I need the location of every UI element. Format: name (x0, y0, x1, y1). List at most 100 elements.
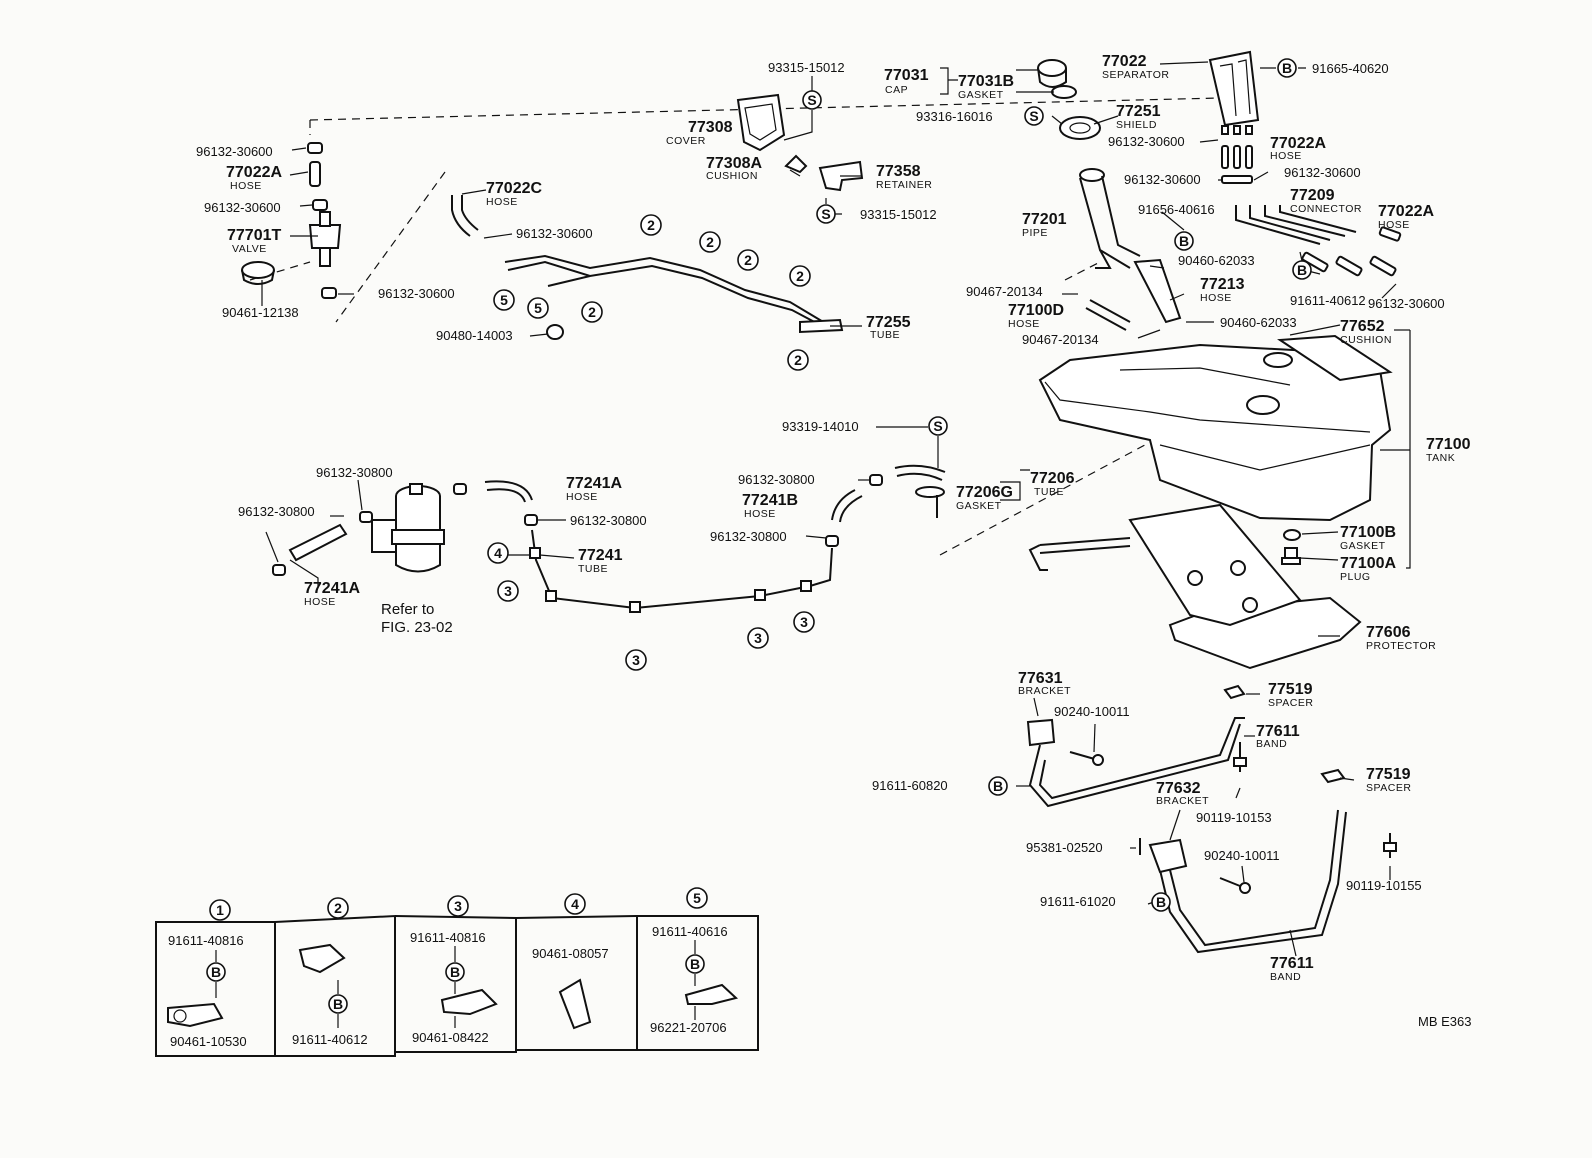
label-90461a: 90461-12138 (222, 305, 299, 320)
ref-2-marker (640, 214, 662, 236)
clamp-left-1 (307, 142, 323, 154)
b-marker-text: B (1282, 60, 1292, 76)
legend-mid: B (211, 964, 221, 980)
legend-num-circle (209, 899, 231, 921)
label-hose-l1: HOSE (230, 180, 262, 192)
cover-part (736, 93, 786, 152)
label-93316: 93316-16016 (916, 109, 993, 124)
legend-num-circle (564, 893, 586, 915)
ref-2-text: 2 (647, 217, 655, 233)
ref-5-marker (527, 297, 549, 319)
label-77100: 77100 (1426, 436, 1471, 453)
hose-77241b (831, 489, 863, 523)
label-90240b: 90240-10011 (1204, 848, 1280, 863)
label-cover: COVER (666, 135, 706, 147)
label-77255: 77255 (866, 314, 911, 331)
legend-bottom: 90461-10530 (170, 1034, 247, 1049)
hose-77022c (451, 195, 479, 237)
s-marker (1024, 106, 1044, 126)
label-cap: CAP (885, 84, 908, 96)
b-marker (1277, 58, 1297, 78)
ref-2-text: 2 (588, 304, 596, 320)
b-marker (206, 962, 226, 982)
legend-bottom: 96221-20706 (650, 1020, 727, 1035)
hose-77100d (1085, 299, 1131, 331)
legend-num: 3 (454, 898, 462, 914)
label-93319: 93319-14010 (782, 419, 859, 434)
label-77022a-l: 77022A (226, 164, 282, 181)
label-hose-241b: HOSE (744, 508, 776, 520)
label-band-2: BAND (1270, 971, 1301, 983)
label-77100b: 77100B (1340, 524, 1396, 541)
ref-2-marker (737, 249, 759, 271)
legend-top: 91611-40816 (168, 933, 244, 948)
legend-mid: B (450, 964, 460, 980)
b-marker (1174, 231, 1194, 251)
label-hose-241a-b: HOSE (304, 596, 336, 608)
b-marker (1292, 260, 1312, 280)
ref-3-text: 3 (800, 614, 808, 630)
label-protector: PROTECTOR (1366, 640, 1436, 652)
ref-3-marker (793, 611, 815, 633)
ref-5-text: 5 (534, 300, 542, 316)
label-77241b: 77241B (742, 492, 798, 509)
label-hose-c: HOSE (486, 196, 518, 208)
ref-2-marker (699, 231, 721, 253)
label-77358: 77358 (876, 163, 921, 180)
dashed-guide (1064, 261, 1101, 281)
ref-3-marker (747, 627, 769, 649)
ref-3-text: 3 (632, 652, 640, 668)
label-connector: CONNECTOR (1290, 203, 1362, 215)
legend-num-circle (447, 895, 469, 917)
ref-2-text: 2 (744, 252, 752, 268)
reference-line-1: Refer to (381, 601, 434, 618)
label-77241a-t: 77241A (566, 475, 622, 492)
legend-entry-2: 2 B 91611-40612 (292, 897, 368, 1047)
legend-mid: B (333, 996, 343, 1012)
legend-num: 2 (334, 900, 342, 916)
legend-entry-3: 3 91611-40816 B 90461-08422 (410, 895, 489, 1045)
cap-part (1037, 59, 1077, 99)
ref-3-text: 3 (754, 630, 762, 646)
label-tube-241: TUBE (578, 563, 608, 575)
ref-4-text: 4 (494, 545, 502, 561)
label-hose-r1: HOSE (1270, 150, 1302, 162)
grommet-90480 (546, 324, 564, 340)
label-bracket-2: BRACKET (1156, 795, 1209, 807)
legend-top: 90461-08057 (532, 946, 609, 961)
label-91611c: 91611-61020 (1040, 894, 1116, 909)
hose-77241a-left (288, 523, 348, 562)
label-hose-r2: HOSE (1378, 219, 1410, 231)
label-pipe: PIPE (1022, 227, 1048, 239)
label-77100d: 77100D (1008, 302, 1064, 319)
hose-77022a-left (309, 161, 321, 187)
dashed-guide (249, 261, 311, 281)
label-90460b: 90460-62033 (1220, 315, 1297, 330)
label-77209: 77209 (1290, 187, 1335, 204)
label-77206: 77206 (1030, 470, 1075, 487)
s-marker-text: S (807, 92, 816, 108)
label-spacer-2: SPACER (1366, 782, 1411, 794)
label-91611b: 91611-60820 (872, 778, 948, 793)
plug-77100a (1281, 547, 1301, 565)
leader-lines (261, 61, 1411, 957)
b-marker (445, 962, 465, 982)
tube-77206 (894, 464, 946, 518)
label-spacer-1: SPACER (1268, 697, 1313, 709)
label-band-1: BAND (1256, 738, 1287, 750)
label-77100a: 77100A (1340, 555, 1396, 572)
clamps-middle (272, 474, 883, 576)
legend-num: 4 (571, 896, 579, 912)
hose-77241a-top (484, 480, 533, 503)
diagram-code: MB E363 (1418, 1014, 1471, 1029)
b-marker (988, 776, 1008, 796)
label-96132a: 96132-30600 (196, 144, 273, 159)
hoses-top-right (1221, 145, 1253, 184)
label-77022a-r2: 77022A (1378, 203, 1434, 220)
label-separator: SEPARATOR (1102, 69, 1170, 81)
label-hose-213: HOSE (1200, 292, 1232, 304)
label-tube-206: TUBE (1034, 486, 1064, 498)
filler-pipe-77201 (1079, 168, 1141, 269)
label-retainer: RETAINER (876, 179, 932, 191)
dashed-guide (335, 171, 446, 323)
